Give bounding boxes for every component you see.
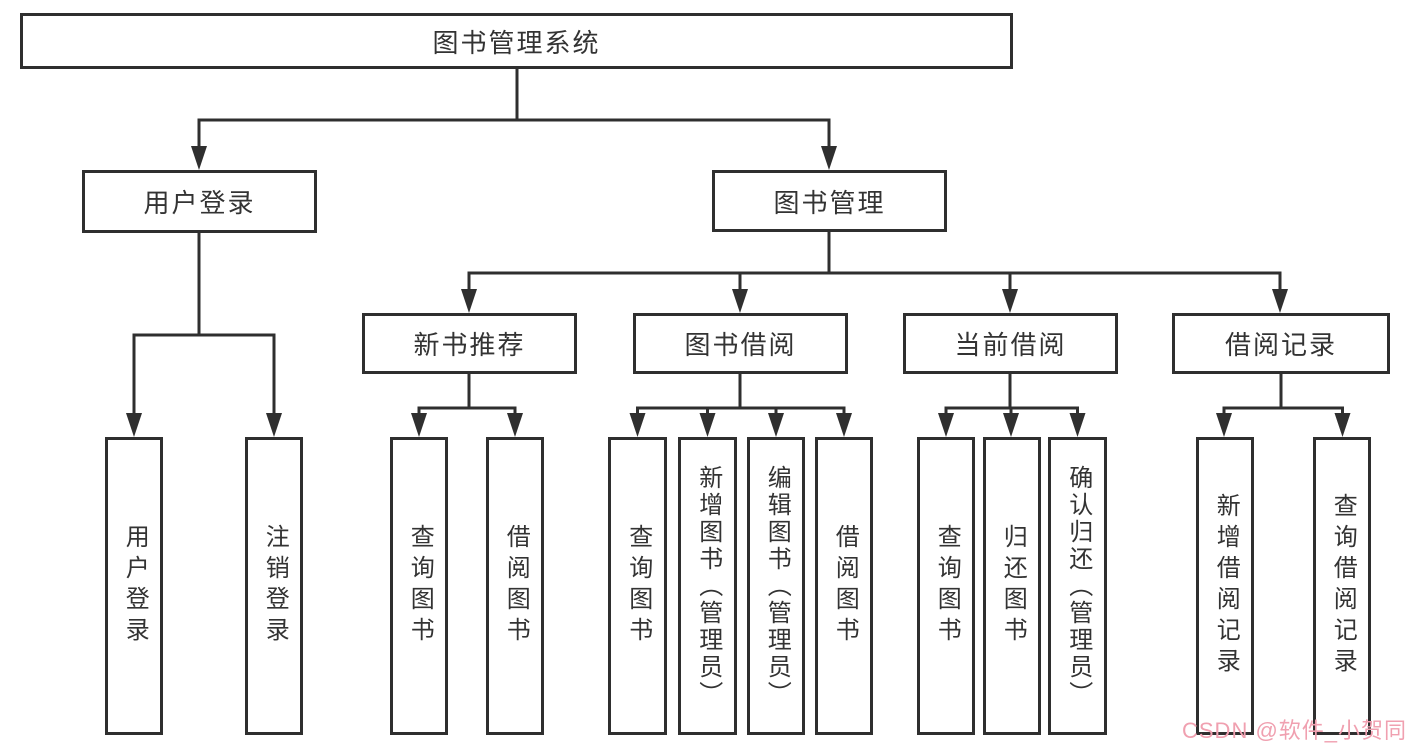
node-new-book-recommend: 新书推荐 [362, 313, 577, 374]
leaf-confirm-return-admin-label: 确认归还（管理员） [1064, 464, 1092, 708]
node-current-borrow: 当前借阅 [903, 313, 1118, 374]
leaf-borrow-query-books-label: 查询图书 [624, 524, 652, 648]
node-book-borrow-label: 图书借阅 [684, 330, 797, 360]
leaf-query-borrow-record: 查询借阅记录 [1313, 437, 1371, 735]
leaf-add-books-admin: 新增图书（管理员） [678, 437, 737, 735]
node-borrow-records-label: 借阅记录 [1224, 330, 1337, 360]
connector-book-borrow-branch [629, 374, 852, 437]
leaf-add-borrow-record: 新增借阅记录 [1196, 437, 1254, 735]
leaf-user-login-label: 用户登录 [121, 524, 149, 648]
leaf-recommend-query-books: 查询图书 [390, 437, 448, 735]
leaf-current-query-books-label: 查询图书 [933, 524, 961, 648]
node-root-label: 图书管理系统 [432, 27, 601, 58]
connector-root-to-level2 [191, 69, 837, 170]
leaf-add-borrow-record-label: 新增借阅记录 [1212, 493, 1240, 679]
leaf-borrow-books: 借阅图书 [815, 437, 873, 735]
leaf-borrow-query-books: 查询图书 [608, 437, 667, 735]
node-current-borrow-label: 当前借阅 [954, 330, 1067, 360]
node-user-login-label: 用户登录 [143, 188, 256, 218]
leaf-query-borrow-record-label: 查询借阅记录 [1329, 493, 1357, 679]
leaf-return-books-label: 归还图书 [999, 524, 1027, 648]
leaf-return-books: 归还图书 [983, 437, 1041, 735]
connector-borrow-records-branch [1216, 374, 1351, 437]
leaf-add-books-admin-label: 新增图书（管理员） [694, 464, 722, 708]
leaf-borrow-books-label: 借阅图书 [831, 524, 859, 648]
leaf-confirm-return-admin: 确认归还（管理员） [1048, 437, 1107, 735]
node-book-management: 图书管理 [712, 170, 947, 232]
connector-user-login-branch [126, 233, 282, 437]
connector-book-management-branch [461, 232, 1288, 313]
leaf-recommend-query-books-label: 查询图书 [406, 524, 434, 648]
connector-new-book-branch [411, 374, 523, 437]
leaf-logout: 注销登录 [245, 437, 303, 735]
node-borrow-records: 借阅记录 [1172, 313, 1390, 374]
node-book-management-label: 图书管理 [773, 187, 886, 218]
leaf-edit-books-admin: 编辑图书（管理员） [747, 437, 805, 735]
csdn-watermark: CSDN @软件_小贺同学 [1182, 718, 1405, 743]
leaf-recommend-borrow-books-label: 借阅图书 [502, 524, 530, 648]
node-book-borrow: 图书借阅 [633, 313, 848, 374]
node-root: 图书管理系统 [20, 13, 1013, 69]
leaf-logout-label: 注销登录 [261, 524, 289, 648]
leaf-current-query-books: 查询图书 [917, 437, 975, 735]
connector-current-borrow-branch [938, 374, 1086, 437]
node-user-login: 用户登录 [82, 170, 317, 233]
node-new-book-recommend-label: 新书推荐 [413, 330, 526, 360]
leaf-edit-books-admin-label: 编辑图书（管理员） [763, 464, 791, 708]
leaf-recommend-borrow-books: 借阅图书 [486, 437, 544, 735]
leaf-user-login: 用户登录 [105, 437, 163, 735]
